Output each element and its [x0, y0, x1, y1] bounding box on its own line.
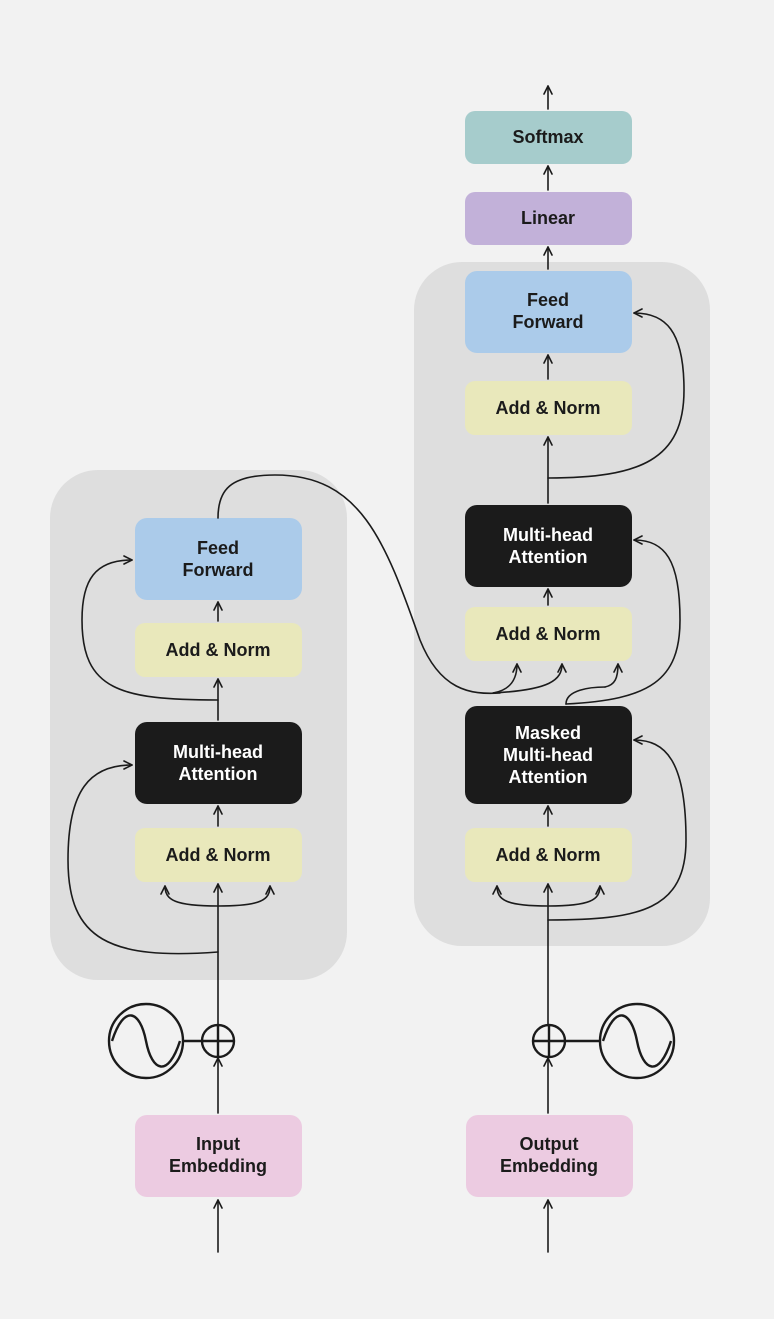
encoder-residual-ff-arrow — [81, 555, 219, 701]
decoder-positional-encoding-group — [531, 1002, 676, 1080]
decoder-qkv-right-arrow — [547, 885, 605, 907]
decoder-add-norm-top-block: Add & Norm — [465, 381, 632, 435]
encoder-residual-attention-arrow — [67, 760, 219, 955]
svg-text:Multi-head: Multi-head — [173, 742, 263, 762]
encoder-add-norm-bottom-block: Add & Norm — [135, 828, 302, 882]
svg-text:Masked: Masked — [515, 723, 581, 743]
svg-text:Embedding: Embedding — [169, 1156, 267, 1176]
svg-text:Feed: Feed — [197, 538, 239, 558]
encoder-add-norm-top-block: Add & Norm — [135, 623, 302, 677]
svg-text:Forward: Forward — [182, 560, 253, 580]
svg-text:Attention: Attention — [509, 547, 588, 567]
decoder-masked-output-path — [565, 686, 606, 705]
svg-text:Add & Norm: Add & Norm — [496, 845, 601, 865]
decoder-add-norm-middle-block: Add & Norm — [465, 607, 632, 661]
encoder-attention-block: Multi-head Attention — [135, 722, 302, 804]
decoder-add-norm-bottom-block: Add & Norm — [465, 828, 632, 882]
svg-text:Add & Norm: Add & Norm — [166, 845, 271, 865]
decoder-sine-wave-icon — [598, 1002, 676, 1080]
decoder-connectors — [492, 85, 687, 1253]
softmax-block: Softmax — [465, 111, 632, 164]
svg-text:Attention: Attention — [509, 767, 588, 787]
svg-text:Attention: Attention — [179, 764, 258, 784]
encoder-sine-wave-icon — [107, 1002, 185, 1080]
decoder-feed-forward-block: Feed Forward — [465, 271, 632, 353]
decoder-residual-ff-arrow — [547, 308, 685, 479]
svg-text:Linear: Linear — [521, 208, 575, 228]
svg-text:Add & Norm: Add & Norm — [166, 640, 271, 660]
svg-text:Feed: Feed — [527, 290, 569, 310]
svg-text:Multi-head: Multi-head — [503, 745, 593, 765]
decoder-cross-attention-block: Multi-head Attention — [465, 505, 632, 587]
encoder-positional-encoding-group — [107, 1002, 236, 1080]
encoder-output-to-decoder-path — [217, 474, 501, 695]
output-embedding-block: Output Embedding — [466, 1115, 633, 1197]
decoder-circled-plus-icon — [531, 1023, 567, 1059]
input-embedding-block: Input Embedding — [135, 1115, 302, 1197]
encoder-feed-forward-block: Feed Forward — [135, 518, 302, 600]
decoder-residual-cross-arrow — [565, 535, 681, 705]
svg-text:Add & Norm: Add & Norm — [496, 398, 601, 418]
linear-block: Linear — [465, 192, 632, 245]
encoder-qkv-left-arrow — [160, 885, 219, 907]
decoder-residual-masked-arrow — [547, 735, 687, 921]
decoder-qkv-left-arrow — [492, 885, 549, 907]
encoder-connectors — [67, 474, 567, 1253]
svg-text:Output: Output — [520, 1134, 579, 1154]
encoder-output-arrow-2 — [492, 663, 567, 694]
svg-text:Multi-head: Multi-head — [503, 525, 593, 545]
svg-text:Softmax: Softmax — [512, 127, 583, 147]
encoder-circled-plus-icon — [200, 1023, 236, 1059]
svg-text:Input: Input — [196, 1134, 240, 1154]
svg-text:Forward: Forward — [512, 312, 583, 332]
encoder-qkv-right-arrow — [217, 885, 275, 907]
svg-text:Embedding: Embedding — [500, 1156, 598, 1176]
svg-text:Add & Norm: Add & Norm — [496, 624, 601, 644]
decoder-query-arrow — [604, 663, 623, 688]
decoder-masked-attention-block: Masked Multi-head Attention — [465, 706, 632, 804]
